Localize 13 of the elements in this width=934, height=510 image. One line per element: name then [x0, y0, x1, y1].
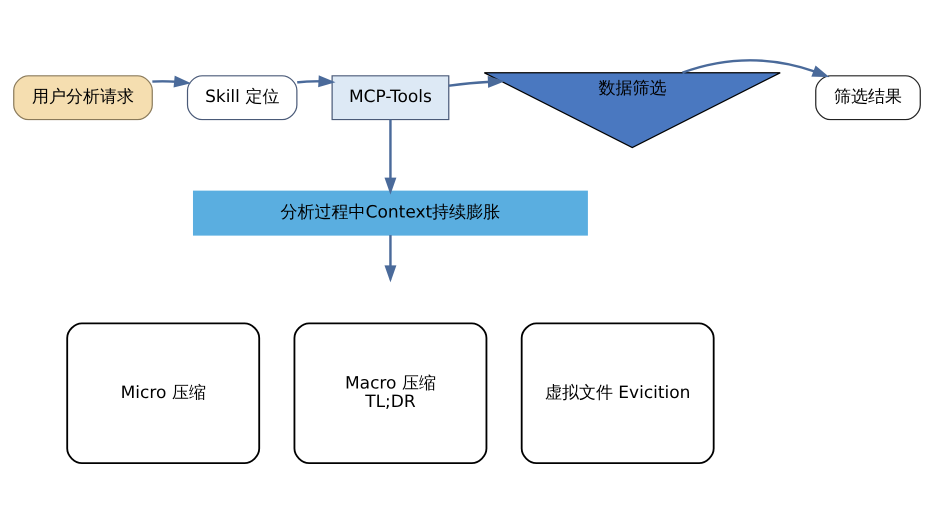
node-box: Macro 压缩 TL;DR [294, 322, 488, 464]
node-box: 分析过程中Context持续膨胀 [192, 190, 588, 236]
arrow [448, 75, 505, 88]
arrow [152, 75, 192, 88]
node-box: Micro 压缩 [66, 322, 260, 464]
node-box: 虚拟文件 Evicition [520, 322, 715, 464]
node-box: 用户分析请求 [13, 74, 153, 120]
node-box: MCP-Tools [332, 74, 450, 120]
arrow [682, 58, 830, 77]
node-box: 筛选结果 [815, 74, 921, 120]
arrow [384, 119, 396, 194]
node-box: Skill 定位 [186, 74, 298, 120]
arrow [297, 74, 336, 87]
